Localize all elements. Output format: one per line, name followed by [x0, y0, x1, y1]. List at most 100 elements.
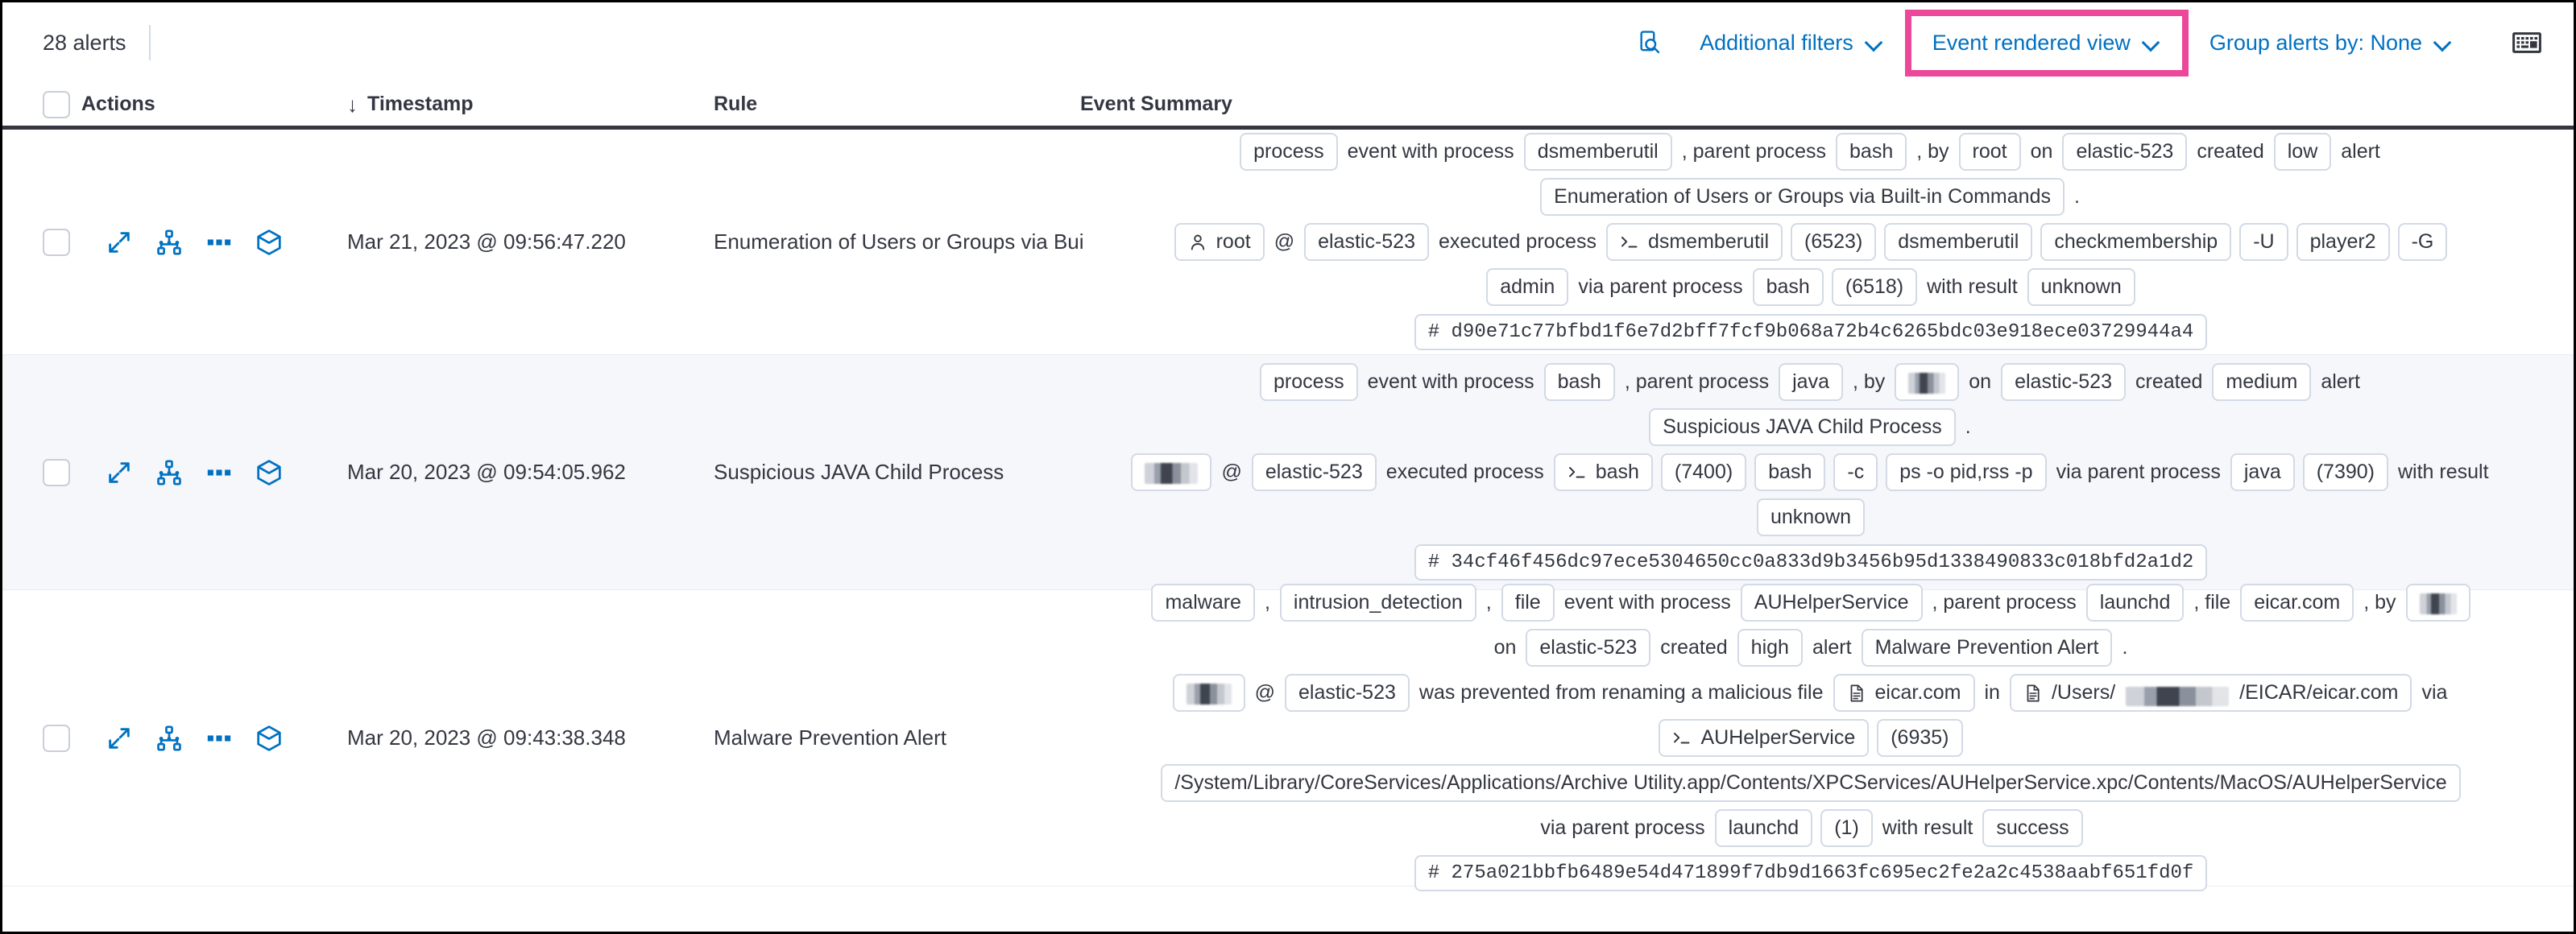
row-checkbox[interactable]: [43, 724, 70, 752]
analyzer-icon[interactable]: [155, 725, 183, 752]
row-checkbox[interactable]: [43, 228, 70, 256]
summary-pill[interactable]: checkmembership: [2040, 223, 2232, 261]
more-actions-icon[interactable]: [205, 459, 233, 486]
summary-pill[interactable]: high: [1737, 629, 1803, 667]
summary-pill[interactable]: bash: [1754, 453, 1826, 491]
event-rendered-view-button[interactable]: Event rendered view: [1916, 23, 2177, 64]
event-hash-pill[interactable]: # 275a021bbfb6489e54d471899f7db9d1663fc6…: [1414, 854, 2208, 892]
file-pill[interactable]: eicar.com: [1833, 674, 1975, 712]
summary-pill[interactable]: success: [1982, 809, 2083, 847]
summary-pill[interactable]: elastic-523: [1526, 629, 1651, 667]
summary-pill[interactable]: eicar.com: [2240, 584, 2354, 622]
user-pill[interactable]: root: [1174, 223, 1265, 261]
summary-pill[interactable]: malware: [1151, 584, 1255, 622]
summary-pill[interactable]: elastic-523: [1251, 453, 1377, 491]
summary-pill[interactable]: elastic-523: [1304, 223, 1429, 261]
summary-pill[interactable]: AUHelperService: [1740, 584, 1923, 622]
summary-pill[interactable]: low: [2273, 133, 2332, 171]
summary-pill[interactable]: Suspicious JAVA Child Process: [1649, 408, 1956, 446]
event-summary-line: unknown: [1080, 495, 2541, 540]
summary-pill[interactable]: -U: [2239, 223, 2288, 261]
executable-path-pill[interactable]: /System/Library/CoreServices/Application…: [1161, 764, 2461, 802]
group-alerts-by-button[interactable]: Group alerts by: None: [2193, 23, 2469, 64]
summary-pill[interactable]: elastic-523: [2062, 133, 2188, 171]
select-all-checkbox[interactable]: [43, 90, 70, 118]
summary-pill[interactable]: (1): [1820, 809, 1873, 847]
summary-pill[interactable]: player2: [2296, 223, 2390, 261]
summary-pill[interactable]: Malware Prevention Alert: [1861, 629, 2113, 667]
timestamp-header-cell[interactable]: ↓ Timestamp: [347, 93, 714, 116]
redacted-user-pill[interactable]: [2405, 584, 2470, 622]
event-hash-pill[interactable]: # d90e71c77bfbd1f6e7d2bff7fcf9b068a72b4c…: [1414, 313, 2208, 351]
summary-pill[interactable]: bash: [1836, 133, 1907, 171]
keyboard-icon[interactable]: [2509, 25, 2545, 60]
expand-icon[interactable]: [106, 725, 133, 752]
summary-pill[interactable]: medium: [2212, 363, 2312, 401]
summary-pill[interactable]: (6935): [1877, 719, 1963, 757]
file-path-pill[interactable]: /Users//EICAR/eicar.com: [2009, 674, 2412, 712]
analyzer-icon[interactable]: [155, 459, 183, 486]
process-pill[interactable]: AUHelperService: [1659, 719, 1870, 757]
rule-header-cell[interactable]: Rule: [714, 93, 1080, 116]
summary-pill[interactable]: root: [1958, 133, 2021, 171]
redacted-user-pill[interactable]: [1131, 453, 1212, 491]
summary-pill[interactable]: java: [1779, 363, 1843, 401]
redacted-user-pill[interactable]: [1172, 674, 1245, 712]
session-view-icon[interactable]: [255, 229, 283, 256]
summary-pill[interactable]: (6523): [1791, 223, 1877, 261]
analyzer-icon[interactable]: [155, 229, 183, 256]
summary-pill[interactable]: dsmemberutil: [1884, 223, 2033, 261]
summary-pill[interactable]: launchd: [2085, 584, 2185, 622]
redacted-user-pill[interactable]: [1895, 363, 1960, 401]
additional-filters-button[interactable]: Additional filters: [1684, 23, 1900, 64]
summary-pill[interactable]: elastic-523: [1284, 674, 1410, 712]
summary-pill[interactable]: Enumeration of Users or Groups via Built…: [1540, 178, 2065, 216]
chevron-down-icon: [2143, 34, 2161, 52]
expand-icon[interactable]: [106, 229, 133, 256]
summary-pill[interactable]: (6518): [1831, 268, 1918, 306]
event-summary-line: Suspicious JAVA Child Process.: [1080, 405, 2541, 450]
more-actions-icon[interactable]: [205, 725, 233, 752]
rule-name[interactable]: Malware Prevention Alert: [714, 725, 947, 750]
summary-text: on: [2030, 140, 2053, 163]
process-pill[interactable]: dsmemberutil: [1605, 223, 1783, 261]
more-actions-icon[interactable]: [205, 229, 233, 256]
event-summary-header-cell[interactable]: Event Summary: [1080, 93, 2574, 116]
summary-pill[interactable]: java: [2230, 453, 2295, 491]
rule-name[interactable]: Enumeration of Users or Groups via Bui: [714, 229, 1084, 254]
summary-pill[interactable]: file: [1501, 584, 1555, 622]
rule-name[interactable]: Suspicious JAVA Child Process: [714, 460, 1004, 484]
summary-pill[interactable]: unknown: [2027, 268, 2135, 306]
summary-pill[interactable]: unknown: [1756, 498, 1866, 536]
expand-icon[interactable]: [106, 459, 133, 486]
summary-pill[interactable]: elastic-523: [2001, 363, 2126, 401]
process-pill[interactable]: bash: [1553, 453, 1653, 491]
summary-text: , by: [2363, 591, 2396, 614]
timestamp-cell: Mar 21, 2023 @ 09:56:47.220: [347, 130, 714, 354]
summary-pill[interactable]: launchd: [1714, 809, 1813, 847]
summary-pill[interactable]: bash: [1543, 363, 1615, 401]
summary-text: executed process: [1439, 230, 1597, 254]
summary-pill[interactable]: process: [1240, 133, 1338, 171]
summary-pill[interactable]: (7390): [2302, 453, 2388, 491]
summary-pill[interactable]: admin: [1486, 268, 1569, 306]
session-view-icon[interactable]: [255, 459, 283, 486]
summary-pill[interactable]: intrusion_detection: [1279, 584, 1476, 622]
summary-pill[interactable]: process: [1260, 363, 1358, 401]
summary-pill[interactable]: dsmemberutil: [1523, 133, 1672, 171]
session-view-icon[interactable]: [255, 725, 283, 752]
summary-pill[interactable]: -G: [2397, 223, 2448, 261]
row-checkbox[interactable]: [43, 458, 70, 486]
summary-pill[interactable]: bash: [1752, 268, 1824, 306]
summary-pill[interactable]: -c: [1833, 453, 1878, 491]
inspect-search-icon[interactable]: [1632, 24, 1669, 61]
summary-pill[interactable]: (7400): [1660, 453, 1747, 491]
event-hash-pill[interactable]: # 34cf46f456dc97ece5304650cc0a833d9b3456…: [1414, 543, 2208, 581]
summary-pill[interactable]: ps -o pid,rss -p: [1886, 453, 2047, 491]
